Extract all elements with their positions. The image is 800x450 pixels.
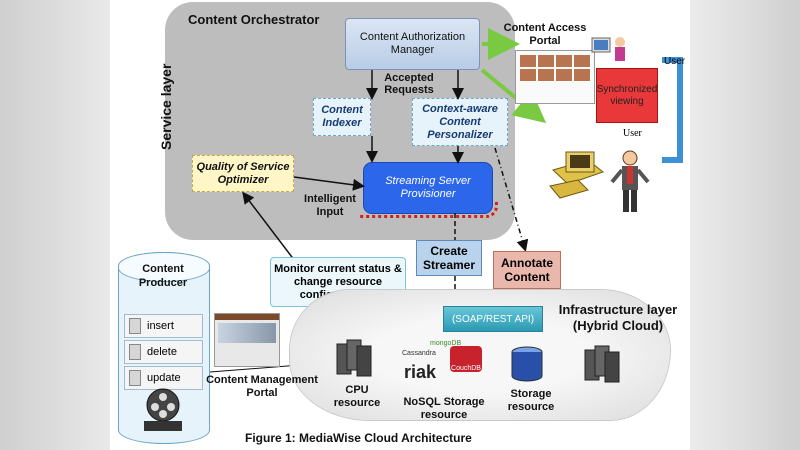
cassandra-logo: Cassandra: [402, 350, 436, 357]
film-reel-icon: [144, 388, 182, 431]
qos-optimizer: Quality of Service Optimizer: [192, 155, 294, 192]
nosql-storage-label: NoSQL Storage resource: [403, 396, 485, 421]
cylinder-top: [118, 252, 210, 282]
server-icon-right: [584, 345, 620, 383]
context-aware-personalizer: Context-aware Content Personalizer: [412, 98, 508, 146]
content-authorization-manager: Content Authorization Manager: [345, 18, 480, 70]
arrow-cam-user: [480, 68, 547, 124]
streaming-server-provisioner: Streaming Server Provisioner: [364, 163, 492, 213]
sync-bracket: [662, 57, 683, 163]
soap-rest-api-box: (SOAP/REST API): [443, 306, 543, 332]
desktop-computer-icon: [549, 151, 605, 199]
insert-op: insert: [124, 314, 203, 338]
user-label: User: [623, 128, 642, 139]
provisioner-dotted-outline: [360, 201, 498, 218]
user-computer-icon: [591, 37, 625, 61]
update-op: update: [124, 366, 203, 390]
dash-personalizer-annotate: [494, 147, 529, 252]
update-label: update: [147, 372, 181, 384]
content-producer-title: Content Producer: [138, 263, 188, 289]
nosql-logos: mongoDB Cassandra riak CouchDB: [402, 340, 488, 386]
database-icon: [511, 346, 543, 382]
content-access-portal-label: Content Access Portal: [503, 22, 587, 47]
cpu-resource-label: CPU resource: [333, 384, 381, 409]
infrastructure-layer-label: Infrastructure layer (Hybrid Cloud): [558, 302, 678, 333]
left-margin: [0, 0, 110, 450]
arrow-qos-provisioner: [293, 176, 365, 191]
riak-logo: riak: [404, 362, 437, 382]
create-streamer-box: Create Streamer: [416, 240, 482, 276]
right-margin: [690, 0, 800, 450]
delete-label: delete: [147, 346, 177, 358]
line-producer-cloud: [209, 364, 301, 373]
person-icon: [610, 150, 650, 212]
content-access-portal-thumbnail: [515, 50, 595, 104]
mongodb-logo: mongoDB: [430, 340, 462, 347]
user-top-label: User: [664, 56, 686, 67]
orchestrator-title: Content Orchestrator: [188, 12, 320, 27]
intelligent-input-label: Intelligent Input: [304, 193, 356, 218]
synchronized-viewing-box: Synchronized viewing: [596, 68, 658, 123]
content-management-portal-thumbnail: [214, 313, 280, 367]
accepted-requests-label: Accepted Requests: [384, 72, 434, 96]
figure-caption: Figure 1: MediaWise Cloud Architecture: [245, 431, 472, 445]
couchdb-logo: CouchDB: [450, 346, 482, 372]
content-management-portal-label: Content Management Portal: [206, 374, 318, 399]
insert-label: insert: [147, 320, 174, 332]
content-indexer: Content Indexer: [313, 98, 371, 136]
delete-op: delete: [124, 340, 203, 364]
server-icon: [336, 339, 372, 377]
annotate-content-box: Annotate Content: [493, 251, 561, 289]
storage-resource-label: Storage resource: [507, 388, 555, 413]
